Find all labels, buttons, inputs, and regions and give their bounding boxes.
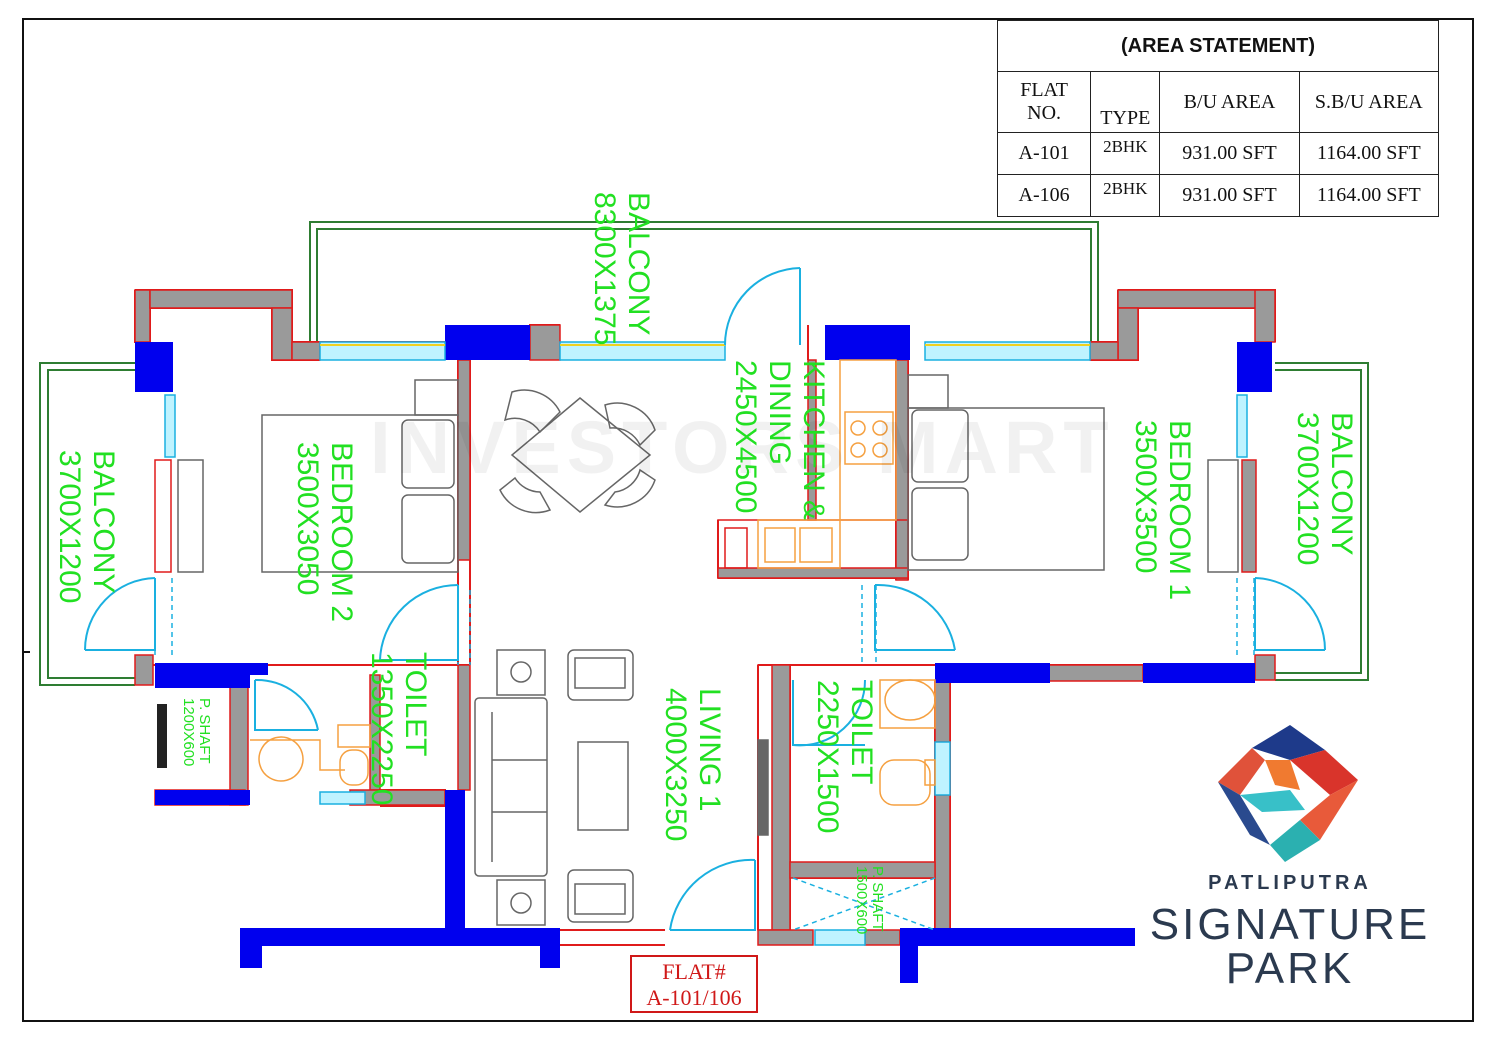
brand-line3: PARK xyxy=(1225,944,1355,993)
door-openings xyxy=(154,578,1255,931)
columns xyxy=(135,325,1272,983)
row-sbu-area: 1164.00 SFT xyxy=(1298,132,1440,175)
flat-number-tag: FLAT# A-101/106 xyxy=(630,955,758,1013)
label-bedroom-2-size: 3500X3050 xyxy=(291,442,324,596)
label-balcony-top-size: 8300X1375 xyxy=(588,192,621,346)
label-shaft-left: P. SHAFT 1200X600 xyxy=(180,698,213,767)
row-flat-no: A-106 xyxy=(996,174,1092,217)
row-flat-no: A-101 xyxy=(996,132,1092,175)
shaft-hatch xyxy=(157,704,167,768)
door-swings xyxy=(84,267,1326,931)
label-bedroom-1-name: BEDROOM 1 xyxy=(1163,420,1196,601)
drawing-frame xyxy=(22,18,1474,1022)
table-row: A-106 2BHK 931.00 SFT 1164.00 SFT xyxy=(996,174,1440,217)
label-shaft-right-size: 1500X600 xyxy=(853,866,870,935)
area-statement-table: (AREA STATEMENT) FLAT NO. TYPE B/U AREA … xyxy=(996,20,1440,217)
label-toilet-right-name: TOILET xyxy=(845,680,878,785)
row-type: 2BHK xyxy=(1090,132,1161,175)
header-flat-no-line1: FLAT xyxy=(1020,79,1068,101)
label-balcony-left: BALCONY 3700X1200 xyxy=(52,450,120,604)
label-bedroom-2: BEDROOM 2 3500X3050 xyxy=(290,442,358,622)
header-flat-no: FLAT NO. xyxy=(996,71,1092,133)
row-bu-area: 931.00 SFT xyxy=(1159,174,1300,217)
label-balcony-left-size: 3700X1200 xyxy=(53,450,86,604)
table-row: A-101 2BHK 931.00 SFT 1164.00 SFT xyxy=(996,132,1440,175)
label-living-1: LIVING 1 4000X3250 xyxy=(658,688,726,842)
label-toilet-left-size: 1350X2250 xyxy=(365,652,398,806)
label-balcony-top-name: BALCONY xyxy=(622,192,655,336)
area-statement-title: (AREA STATEMENT) xyxy=(997,20,1439,72)
brand-line2: SIGNATURE xyxy=(1149,900,1431,949)
label-balcony-left-name: BALCONY xyxy=(87,450,120,594)
header-flat-no-line2: NO. xyxy=(1027,102,1062,124)
label-bedroom-2-name: BEDROOM 2 xyxy=(325,442,358,623)
label-balcony-right-size: 3700X1200 xyxy=(1291,412,1324,566)
brand-logo-mark xyxy=(1218,725,1358,862)
brand-logo: PATLIPUTRA SIGNATURE PARK xyxy=(1130,722,1450,992)
label-balcony-right: BALCONY 3700X1200 xyxy=(1290,412,1358,566)
label-kitchen-line2: DINING xyxy=(763,360,796,465)
header-bu-area: B/U AREA xyxy=(1159,71,1300,133)
row-sbu-area: 1164.00 SFT xyxy=(1298,174,1440,217)
brand-line1: PATLIPUTRA xyxy=(1208,872,1372,894)
label-living-1-size: 4000X3250 xyxy=(659,688,692,842)
row-type: 2BHK xyxy=(1090,174,1161,217)
label-kitchen-line1: KITCHEN & xyxy=(797,360,830,521)
watermark: INVESTORS MART xyxy=(370,406,1115,489)
label-living-1-name: LIVING 1 xyxy=(693,688,726,812)
furniture xyxy=(154,374,1239,926)
label-toilet-right-size: 2250X1500 xyxy=(811,680,844,834)
label-balcony-right-name: BALCONY xyxy=(1325,412,1358,556)
label-shaft-right-name: P. SHAFT xyxy=(869,866,886,932)
label-kitchen-dining: KITCHEN & DINING 2450X4500 xyxy=(728,360,830,520)
windows xyxy=(164,341,1248,946)
label-shaft-left-name: P. SHAFT xyxy=(196,698,213,764)
flat-tag-line1: FLAT# xyxy=(662,959,726,984)
fixtures xyxy=(250,359,936,806)
label-bedroom-1: BEDROOM 1 3500X3500 xyxy=(1128,420,1196,600)
header-type: TYPE xyxy=(1090,71,1161,133)
label-kitchen-size: 2450X4500 xyxy=(729,360,762,514)
label-toilet-right: TOILET 2250X1500 xyxy=(810,680,878,834)
label-shaft-left-size: 1200X600 xyxy=(180,698,197,767)
label-toilet-left: TOILET 1350X2250 xyxy=(364,652,432,806)
row-bu-area: 931.00 SFT xyxy=(1159,132,1300,175)
label-toilet-left-name: TOILET xyxy=(399,652,432,757)
label-bedroom-1-size: 3500X3500 xyxy=(1129,420,1162,574)
header-sbu-area: S.B/U AREA xyxy=(1298,71,1440,133)
balcony-railings xyxy=(39,221,1369,686)
flat-tag-line2: A-101/106 xyxy=(646,985,742,1010)
label-shaft-right: P. SHAFT 1500X600 xyxy=(853,866,886,935)
label-balcony-top: BALCONY 8300X1375 xyxy=(587,192,655,346)
wall-fills xyxy=(134,289,1276,946)
